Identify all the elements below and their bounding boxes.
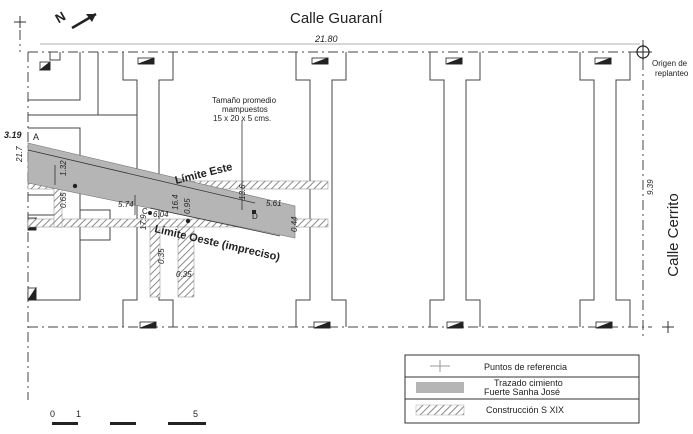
dim-7: 17.9 (139, 214, 148, 230)
dim-10: 0.44 (290, 216, 299, 232)
right-dimension-label: 9.39 (646, 179, 655, 195)
note-line-1: Tamaño promedio (212, 96, 277, 105)
street-top-label: Calle GuaranÍ (290, 10, 383, 27)
legend-row-1: Puntos de referencia (484, 362, 567, 372)
scale-tick-5: 5 (193, 409, 198, 419)
dim-1: 1.32 (59, 160, 68, 176)
scale-tick-0: 0 (50, 409, 55, 419)
dim-11: 0.35 (157, 248, 166, 264)
origin-label-2: replanteo (655, 69, 689, 78)
dim-12: 0.35 (176, 270, 192, 279)
point-c-label: C (142, 207, 148, 216)
dim-4: 6.04 (153, 210, 169, 219)
north-label: N (53, 8, 69, 26)
dim-9: 5.61 (266, 199, 282, 208)
crosshair-marks (14, 16, 674, 333)
dim-3: 5.74 (118, 200, 134, 209)
legend-crosshair-icon (430, 360, 450, 372)
note-line-2: mampuestos (222, 105, 268, 114)
origin-marker-icon (635, 44, 651, 60)
point-a-label: A (33, 132, 39, 142)
building-structure (28, 52, 631, 327)
fort-foundation (27, 142, 296, 239)
north-arrow-icon (71, 12, 97, 30)
note-line-3: 15 x 20 x 5 cms. (213, 114, 271, 123)
legend-row-2a: Trazado cimiento (494, 378, 563, 388)
dim-6: 0.95 (183, 198, 192, 214)
legend-foundation-swatch (416, 382, 464, 393)
scale-bar (52, 422, 206, 425)
top-dimension-label: 21.80 (314, 34, 338, 44)
site-boundary (19, 30, 652, 400)
reference-points (72, 183, 256, 224)
legend (404, 354, 640, 424)
foundation-detail-lines (27, 120, 281, 237)
origin-label-1: Origen de (652, 59, 688, 68)
scale-tick-1: 1 (76, 409, 81, 419)
dim-left-vertical: 21.7 (15, 146, 24, 163)
legend-row-3: Construcción S XIX (486, 405, 564, 415)
dim-5: 16.4 (171, 194, 180, 210)
point-d-label: D (252, 212, 258, 221)
legend-row-2b: Fuerte Sanha José (484, 387, 560, 397)
dim-left-offset: 3.19 (4, 130, 22, 140)
dim-2: 0.65 (59, 192, 68, 208)
legend-hatch-swatch (415, 404, 465, 416)
street-right-label: Calle Cerrito (665, 193, 682, 276)
dim-8: 13.6 (238, 184, 247, 200)
